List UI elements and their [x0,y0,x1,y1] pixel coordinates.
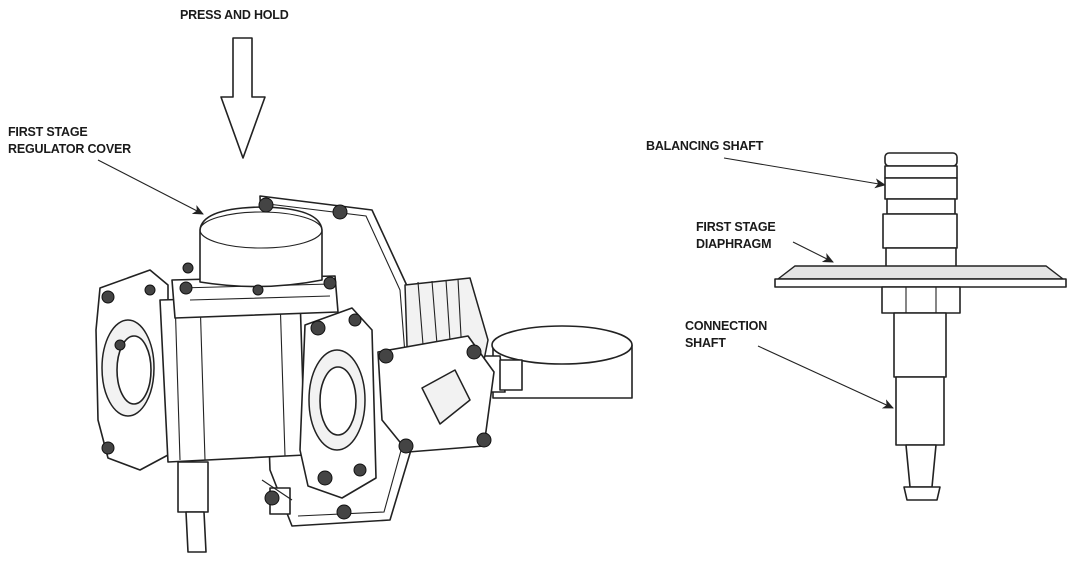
label-press-and-hold: PRESS AND HOLD [180,8,289,22]
label-balancing-shaft: BALANCING SHAFT [646,139,764,153]
label-connection-shaft-line2: SHAFT [685,336,726,350]
regulator-assembly [95,195,633,553]
down-arrow-icon [220,37,266,159]
label-regulator-cover-line1: FIRST STAGE [8,125,88,139]
leader-connection-shaft [757,345,894,409]
label-connection-shaft-line1: CONNECTION [685,319,768,333]
label-regulator-cover-line2: REGULATOR COVER [8,142,131,156]
label-diaphragm-line1: FIRST STAGE [696,220,776,234]
label-diaphragm-line2: DIAPHRAGM [696,237,772,251]
leader-diaphragm [792,241,834,263]
leader-balancing-shaft [723,157,886,189]
shaft-assembly [774,152,1067,501]
leader-regulator-cover [97,159,204,215]
